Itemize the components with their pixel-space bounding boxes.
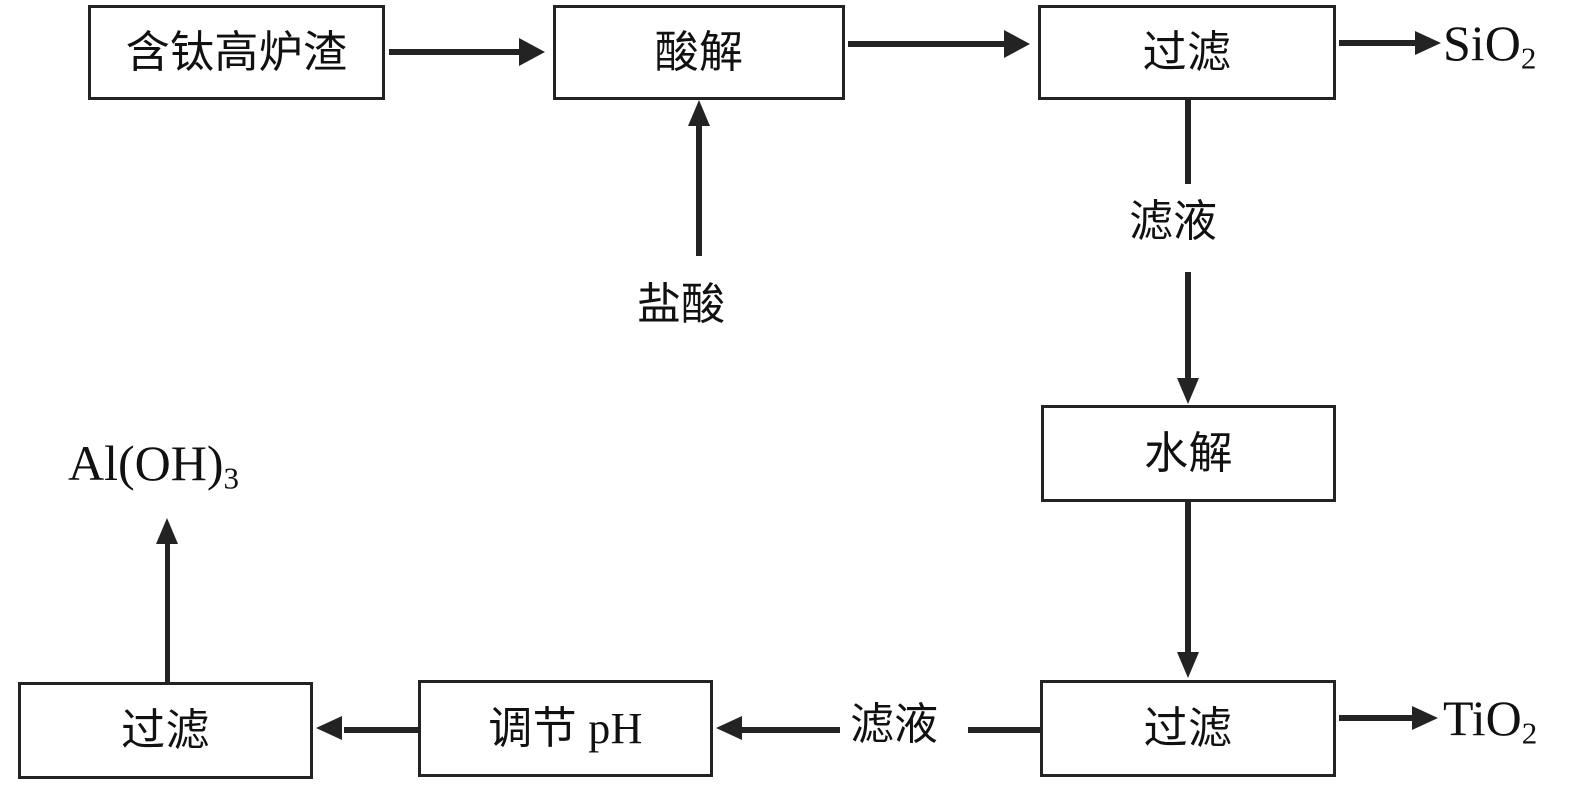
node-slag-label: 含钛高炉渣 (125, 27, 348, 77)
edge-filter1-to-sio2-arrowhead (1415, 31, 1441, 55)
edge-adjustph-to-filter3-line (344, 727, 418, 733)
label-filtrate-2: 滤液 (850, 700, 938, 749)
edge-slag-to-acidolysis-arrowhead (519, 38, 545, 66)
node-adjust-ph-label: 调节 pH (488, 703, 643, 753)
node-adjust-ph: 调节 pH (418, 680, 713, 777)
edge-slag-to-acidolysis-line (389, 49, 521, 55)
node-acidolysis: 酸解 (553, 5, 845, 100)
edge-filter3-to-aloh3-line (165, 535, 170, 685)
product-tio2-subscript: 2 (1521, 715, 1538, 751)
node-filter1: 过滤 (1038, 5, 1336, 100)
edge-hydrolysis-to-filter2-line (1185, 500, 1191, 655)
edge-hydrolysis-to-filter2-arrowhead (1177, 652, 1199, 678)
edge-filter1-to-hydrolysis-arrowhead (1177, 378, 1199, 404)
node-slag: 含钛高炉渣 (88, 5, 385, 100)
edge-filter2-to-tio2-arrowhead (1412, 706, 1438, 730)
edge-hcl-to-acidolysis-line (696, 118, 702, 256)
product-sio2-subscript: 2 (1520, 40, 1537, 76)
node-filter1-label: 过滤 (1142, 27, 1232, 77)
label-hcl: 盐酸 (637, 280, 725, 329)
edge-acidolysis-to-filter1-arrowhead (1004, 30, 1030, 58)
product-aloh3-formula: Al(OH) (68, 435, 224, 491)
edge-filtrate2-to-adjustph-arrowhead (716, 716, 742, 740)
edge-hcl-to-acidolysis-arrowhead (688, 100, 710, 126)
node-filter2: 过滤 (1040, 680, 1336, 777)
product-aloh3: Al(OH)3 (68, 438, 239, 494)
edge-filter1-to-hydrolysis-line-lower (1185, 272, 1191, 382)
edge-filter2-to-tio2-line (1339, 715, 1417, 721)
edge-acidolysis-to-filter1-line (848, 41, 1006, 47)
edge-adjustph-to-filter3-arrowhead (316, 716, 342, 740)
node-hydrolysis-label: 水解 (1144, 428, 1233, 478)
edge-filter2-to-filtrate2-line (968, 727, 1043, 733)
node-filter2-label: 过滤 (1143, 703, 1233, 753)
product-tio2-formula: TiO (1443, 690, 1522, 746)
node-acidolysis-label: 酸解 (654, 27, 744, 77)
edge-filter1-to-sio2-line (1339, 40, 1419, 46)
edge-filtrate2-to-adjustph-line (742, 727, 840, 733)
edge-filter3-to-aloh3-arrowhead (156, 518, 178, 544)
node-hydrolysis: 水解 (1041, 405, 1336, 502)
product-tio2: TiO2 (1443, 693, 1537, 749)
product-sio2: SiO2 (1443, 18, 1536, 74)
node-filter3: 过滤 (18, 682, 313, 779)
node-filter3-label: 过滤 (121, 705, 210, 755)
product-sio2-formula: SiO (1443, 15, 1521, 71)
product-aloh3-subscript: 3 (223, 460, 240, 496)
edge-filter1-to-hydrolysis-line-upper (1185, 100, 1191, 184)
label-filtrate-1: 滤液 (1129, 197, 1217, 246)
